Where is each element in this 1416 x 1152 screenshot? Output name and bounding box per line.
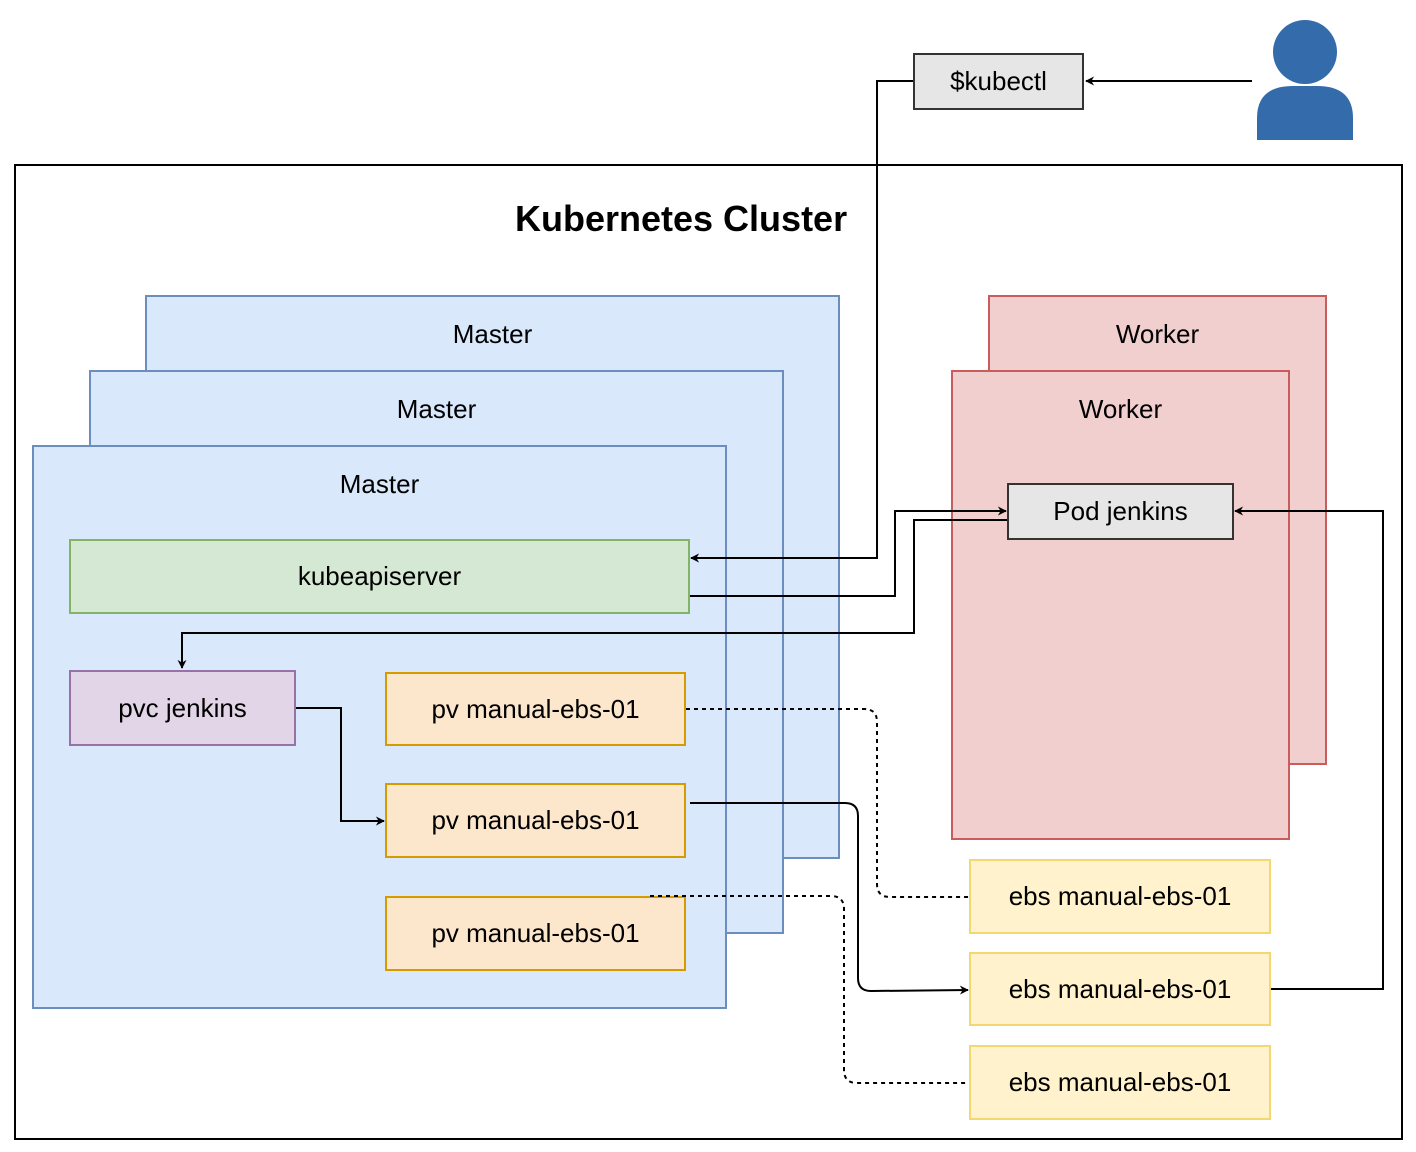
pv-label: pv manual-ebs-01 — [431, 693, 640, 724]
user-icon — [1257, 20, 1353, 140]
arrow-pvc-to-pv — [296, 707, 385, 826]
pod-jenkins-label: Pod jenkins — [1053, 496, 1188, 526]
ebs-label: ebs manual-ebs-01 — [1008, 881, 1232, 911]
ebs-box-2: ebs manual-ebs-01 — [969, 952, 1271, 1026]
master-label: Master — [396, 394, 477, 424]
kubectl-label: $kubectl — [950, 66, 1047, 96]
ebs-label: ebs manual-ebs-01 — [1008, 973, 1232, 1004]
master-label: Master — [339, 469, 420, 499]
dashed-link-pv1-ebs1 — [686, 708, 969, 898]
master-label: Master — [452, 319, 533, 349]
pv-box-2: pv manual-ebs-01 — [385, 783, 686, 858]
pv-label: pv manual-ebs-01 — [431, 805, 640, 835]
dashed-link-pv3-ebs3 — [650, 895, 969, 1084]
pvc-jenkins-box: pvc jenkins — [69, 670, 296, 746]
ebs-box-1: ebs manual-ebs-01 — [969, 859, 1271, 934]
pvc-jenkins-label: pvc jenkins — [118, 692, 247, 723]
worker-label: Worker — [1115, 319, 1200, 349]
pv-box-3: pv manual-ebs-01 — [385, 896, 686, 971]
pv-box-1: pv manual-ebs-01 — [385, 672, 686, 746]
kubectl-box: $kubectl — [913, 53, 1084, 110]
arrow-pod-to-pvc — [177, 519, 1007, 669]
kubeapiserver-box: kubeapiserver — [69, 539, 690, 614]
pv-label: pv manual-ebs-01 — [431, 918, 640, 948]
ebs-label: ebs manual-ebs-01 — [1008, 1067, 1232, 1097]
ebs-box-3: ebs manual-ebs-01 — [969, 1045, 1271, 1120]
arrow-pv-to-ebs — [690, 802, 969, 995]
cluster-title: Kubernetes Cluster — [515, 198, 848, 239]
arrow-apiserver-to-pod — [690, 506, 1007, 597]
worker-label: Worker — [1078, 394, 1163, 424]
pod-jenkins-box: Pod jenkins — [1007, 483, 1234, 540]
arrow-kubectl-to-apiserver — [690, 80, 913, 563]
kubeapiserver-label: kubeapiserver — [297, 561, 462, 591]
worker-node-front: Worker — [951, 370, 1290, 840]
arrow-ebs-to-pod — [1234, 506, 1384, 990]
